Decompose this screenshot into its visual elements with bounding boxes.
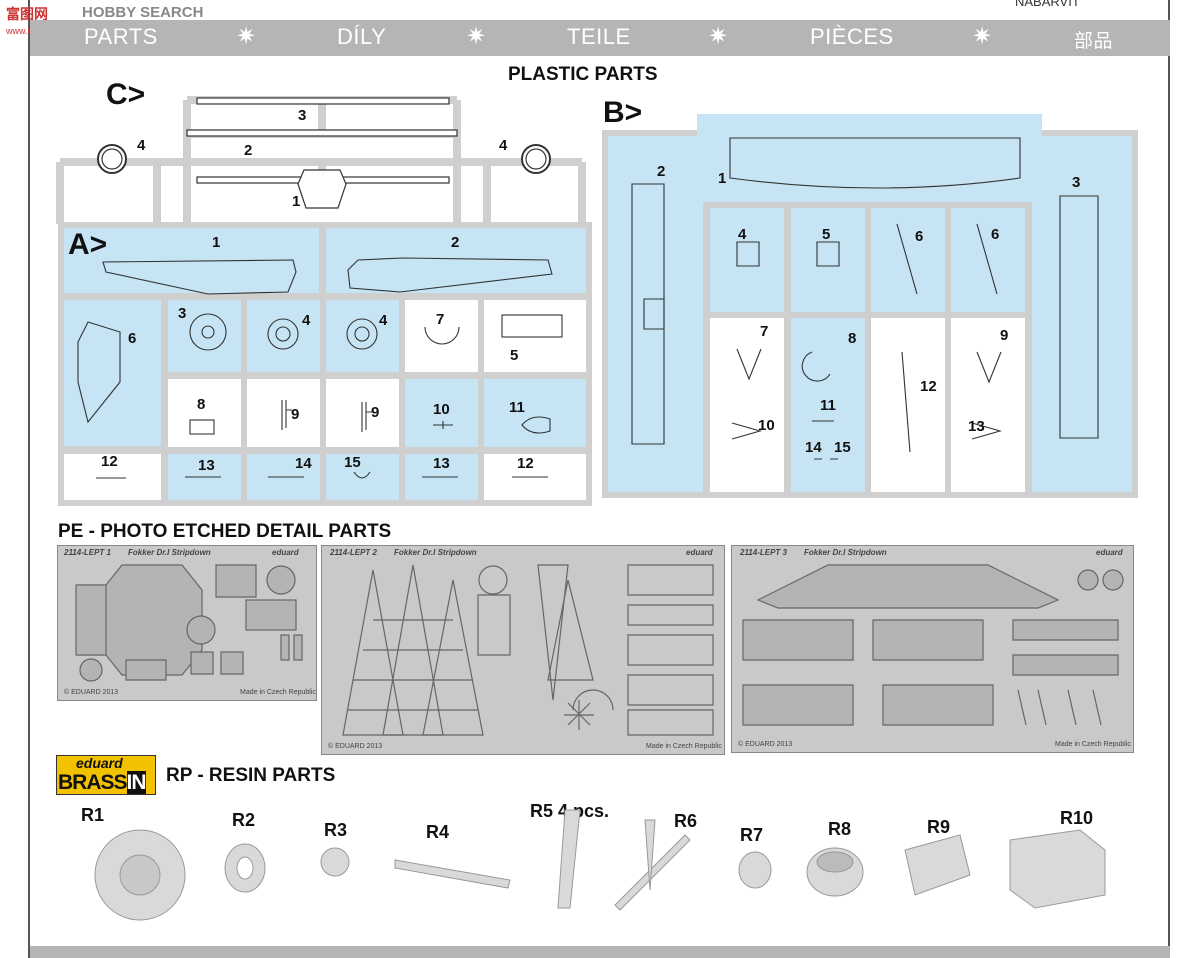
star-separator-icon: ✷	[708, 23, 729, 50]
part-number: 2	[657, 163, 666, 180]
resin-part-label: R10	[1060, 808, 1094, 828]
part-number: 15	[344, 454, 361, 471]
sprue-c-label: C>	[106, 78, 146, 111]
pe-fret-2-parts	[342, 564, 714, 736]
pe-copyright: © EDUARD 2013	[328, 743, 383, 750]
bottom-band	[30, 946, 1170, 958]
part-number: 5	[510, 347, 519, 364]
resin-part-label: R4	[426, 822, 450, 842]
resin-parts-drawings	[94, 809, 1106, 921]
pe-sheet-id: 2114-LEPT 3	[740, 548, 787, 557]
resin-part-label: R1	[81, 805, 105, 825]
part-number: 12	[101, 453, 118, 470]
part-number: 4	[499, 137, 508, 154]
pe-made-in: Made in Czech Republic	[1055, 741, 1131, 748]
part-number: 2	[451, 234, 460, 251]
part-number: 12	[517, 455, 534, 472]
resin-parts-title: RP - RESIN PARTS	[166, 765, 336, 786]
pe-sheet-name: Fokker Dr.I Stripdown	[394, 548, 477, 557]
pe-sheet-brand: eduard	[1096, 548, 1123, 557]
part-number: 9	[371, 404, 380, 421]
resin-part-label: R9	[927, 817, 951, 837]
part-number: 11	[509, 399, 525, 416]
star-separator-icon: ✷	[466, 23, 487, 50]
part-number: 7	[436, 311, 445, 328]
top-right-text: NABARVIT	[1015, 0, 1080, 9]
resin-part-label: R2	[232, 810, 256, 830]
part-number: 1	[718, 170, 727, 187]
logo-eduard-text: eduard	[76, 755, 123, 771]
pe-sheet-1: 2114-LEPT 1 Fokker Dr.I Stripdown eduard…	[57, 545, 317, 701]
part-number: 14	[295, 455, 312, 472]
part-number: 1	[292, 193, 301, 210]
pe-fret-1-parts	[75, 564, 303, 682]
sprue-a-label: A>	[68, 228, 108, 261]
pe-made-in: Made in Czech Republic	[646, 743, 722, 750]
pe-parts-title: PE - PHOTO ETCHED DETAIL PARTS	[58, 521, 392, 542]
page-frame	[28, 0, 1170, 958]
resin-part-label: R3	[324, 820, 348, 840]
part-number: 3	[298, 107, 307, 124]
pe-sheet-3: 2114-LEPT 3 Fokker Dr.I Stripdown eduard…	[731, 545, 1134, 753]
part-number: 13	[968, 418, 985, 435]
pe-sheet-id: 2114-LEPT 2	[330, 548, 377, 557]
part-number: 10	[758, 417, 775, 434]
part-number: 5	[822, 226, 831, 243]
part-number: 13	[433, 455, 450, 472]
header-parts-de: TEILE	[567, 24, 631, 49]
sprue-b-frame	[602, 114, 1138, 498]
part-number: 8	[848, 330, 857, 347]
part-number: 4	[738, 226, 747, 243]
parts-header-band	[30, 20, 1170, 56]
header-parts-cz: DÍLY	[337, 24, 387, 49]
header-parts-jp: 部品	[1074, 31, 1114, 52]
part-number: 2	[244, 142, 253, 159]
pe-copyright: © EDUARD 2013	[738, 741, 793, 748]
resin-part-label: R7	[740, 825, 764, 845]
header-parts-en: PARTS	[84, 24, 158, 49]
part-number: 7	[760, 323, 769, 340]
part-number: 4	[379, 312, 388, 329]
pe-copyright: © EDUARD 2013	[64, 689, 119, 696]
part-number: 14	[805, 439, 822, 456]
pe-sheet-name: Fokker Dr.I Stripdown	[128, 548, 211, 557]
sprue-b-label: B>	[603, 96, 643, 129]
pe-sheet-id: 2114-LEPT 1	[64, 548, 111, 557]
part-number: 4	[137, 137, 146, 154]
part-number: 6	[128, 330, 137, 347]
part-number: 1	[212, 234, 221, 251]
plastic-parts-title: PLASTIC PARTS	[508, 64, 658, 85]
part-number: 11	[820, 397, 836, 414]
part-number: 9	[1000, 327, 1009, 344]
pe-sheet-2: 2114-LEPT 2 Fokker Dr.I Stripdown eduard…	[321, 545, 725, 755]
part-number: 3	[178, 305, 187, 322]
part-number: 13	[198, 457, 215, 474]
pe-sheet-brand: eduard	[686, 548, 713, 557]
logo-brassin-text: BRASSIN	[58, 771, 147, 794]
sprue-c-frame	[56, 96, 586, 224]
part-number: 8	[197, 396, 206, 413]
part-number: 15	[834, 439, 851, 456]
header-parts-fr: PIÈCES	[810, 24, 894, 49]
eduard-brassin-logo: eduard BRASSIN	[56, 755, 156, 795]
star-separator-icon: ✷	[972, 23, 993, 50]
pe-made-in: Made in Czech Republic	[240, 689, 316, 696]
pe-fret-3-parts	[742, 564, 1124, 726]
part-number: 6	[915, 228, 924, 245]
part-number: 10	[433, 401, 450, 418]
part-number: 12	[920, 378, 937, 395]
resin-part-label: R6	[674, 811, 698, 831]
part-number: 4	[302, 312, 311, 329]
watermark-text: HOBBY SEARCH	[82, 4, 204, 21]
sprue-a-frame	[58, 222, 592, 506]
watermark-logo: 富图网	[6, 6, 48, 22]
part-number: 3	[1072, 174, 1081, 191]
star-separator-icon: ✷	[236, 23, 257, 50]
part-number: 6	[991, 226, 1000, 243]
pe-sheet-brand: eduard	[272, 548, 299, 557]
resin-part-label: R8	[828, 819, 852, 839]
pe-sheet-name: Fokker Dr.I Stripdown	[804, 548, 887, 557]
part-number: 9	[291, 406, 300, 423]
